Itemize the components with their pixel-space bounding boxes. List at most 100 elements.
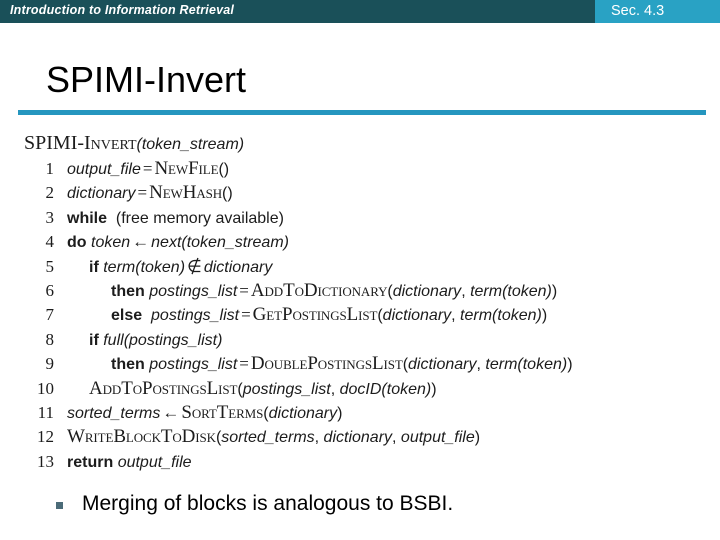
pseudocode-line: 12 WriteBlockToDisk(sorted_terms, diction… <box>24 426 714 450</box>
pseudocode-line-text: WriteBlockToDisk(sorted_terms, dictionar… <box>67 426 480 448</box>
pseudocode-token: = <box>241 305 251 325</box>
pseudocode-line-number: 3 <box>45 207 55 227</box>
pseudocode-token: AddToDictionary <box>250 279 388 301</box>
pseudocode-line-text: then postings_list=AddToDictionary(dicti… <box>67 280 557 302</box>
course-title: Introduction to Information Retrieval <box>10 3 235 17</box>
pseudocode-token: , <box>392 429 401 447</box>
pseudocode-token: output_file <box>67 161 141 178</box>
pseudocode-token: full(postings_list) <box>103 331 223 349</box>
pseudocode-line-number: 13 <box>37 451 54 471</box>
pseudocode-line-number: 11 <box>37 402 54 422</box>
pseudocode-token: GetPostingsList <box>252 304 378 326</box>
pseudocode-token: ) <box>431 380 437 398</box>
bullet-text: Merging of blocks is analogous to BSBI. <box>82 492 454 515</box>
pseudocode-token: ) <box>567 356 573 374</box>
pseudocode-token: else <box>111 307 143 325</box>
pseudocode-token: ( <box>377 307 383 325</box>
pseudocode-token: ∉ <box>187 256 202 276</box>
pseudocode-token: docID(token) <box>339 380 432 398</box>
pseudocode-line-number: 10 <box>37 378 54 398</box>
pseudocode-token: = <box>142 159 153 178</box>
pseudocode-token: ( <box>215 429 222 447</box>
pseudocode-token: token <box>91 234 131 252</box>
pseudocode-token: , <box>451 307 461 325</box>
pseudocode-token: ( <box>263 404 269 422</box>
pseudocode-token: next(token_stream) <box>151 234 289 252</box>
pseudocode-line: 4 do token←next(token_stream) <box>24 231 714 255</box>
pseudocode-token: dictionary <box>203 258 273 276</box>
pseudocode-procedure-args: (token_stream) <box>136 136 245 153</box>
pseudocode-token: do <box>67 234 87 252</box>
pseudocode-line: 1 output_file=NewFile() <box>24 158 714 182</box>
pseudocode-token: ) <box>551 282 558 300</box>
pseudocode-token: postings_list <box>151 307 240 325</box>
pseudocode-signature: SPIMI-Invert(token_stream) <box>24 132 714 158</box>
pseudocode-token: = <box>239 280 249 300</box>
pseudocode-token: sorted_terms <box>221 429 315 447</box>
pseudocode-token: ( <box>402 356 409 374</box>
pseudocode-line-number: 12 <box>37 427 54 447</box>
pseudocode-line-text: output_file=NewFile() <box>67 158 229 180</box>
pseudocode-line: 5 if term(token)∉dictionary <box>24 256 714 280</box>
pseudocode-line: 6 then postings_list=AddToDictionary(dict… <box>24 280 714 304</box>
pseudocode-token: dictionary <box>382 307 452 325</box>
pseudocode-token: , <box>314 429 324 447</box>
pseudocode-token: = <box>239 354 249 374</box>
pseudocode-token: output_file <box>400 429 475 447</box>
pseudocode-token: postings_list <box>242 380 331 398</box>
title-divider <box>18 110 706 115</box>
pseudocode-token: ( <box>387 282 393 300</box>
pseudocode-line-text: if term(token)∉dictionary <box>67 256 272 277</box>
pseudocode-token: term(token) <box>470 282 552 300</box>
pseudocode-line-number: 7 <box>45 305 55 325</box>
pseudocode-token <box>142 307 151 324</box>
list-item: Merging of blocks is analogous to BSBI. <box>56 492 453 516</box>
section-badge-label: Sec. 4.3 <box>611 3 665 19</box>
pseudocode-token: WriteBlockToDisk <box>67 426 216 448</box>
pseudocode-token: term(token) <box>103 258 186 276</box>
pseudocode-token: if <box>89 331 99 349</box>
pseudocode-token: dictionary <box>323 429 393 447</box>
pseudocode-token: , <box>476 356 486 374</box>
pseudocode-token: sorted_terms <box>67 404 161 422</box>
pseudocode-token: output_file <box>117 453 192 471</box>
section-badge: Sec. 4.3 <box>595 0 720 23</box>
pseudocode-line: 8 if full(postings_list) <box>24 329 714 353</box>
pseudocode-token: ) <box>541 307 548 325</box>
pseudocode-token: ) <box>474 429 481 447</box>
pseudocode-token: DoublePostingsList <box>250 353 403 375</box>
pseudocode-line-text: if full(postings_list) <box>67 329 222 350</box>
slide-header-bar <box>0 0 720 23</box>
pseudocode-token: term(token) <box>460 307 542 325</box>
pseudocode-token: while <box>67 209 108 227</box>
square-bullet-icon <box>56 501 63 509</box>
pseudocode-token: , <box>461 282 471 300</box>
pseudocode-line-number: 6 <box>45 280 55 300</box>
pseudocode-token: , <box>330 380 340 398</box>
pseudocode-line-text: sorted_terms←SortTerms(dictionary) <box>67 402 342 424</box>
pseudocode-token: ) <box>337 404 343 422</box>
page-title: SPIMI-Invert <box>46 59 247 100</box>
pseudocode-token: dictionary <box>268 404 338 422</box>
pseudocode-token: dictionary <box>67 185 136 203</box>
pseudocode-token: AddToPostingsList <box>89 377 238 399</box>
pseudocode-lines: 1 output_file=NewFile() 2 dictionary = NewHas… <box>24 158 714 475</box>
pseudocode-procedure-name: SPIMI-Invert <box>24 132 137 154</box>
pseudocode-line-number: 8 <box>45 329 55 349</box>
pseudocode-line-number: 5 <box>45 256 55 276</box>
pseudocode-token: ← <box>132 232 150 252</box>
pseudocode-token: NewHash <box>149 182 223 204</box>
pseudocode-token: postings_list <box>149 356 238 374</box>
pseudocode-token: postings_list <box>149 282 238 300</box>
pseudocode-line-number: 4 <box>45 232 55 252</box>
pseudocode-line: 7 else postings_list=GetPostingsList(dict… <box>24 304 714 328</box>
pseudocode-token: SortTerms <box>181 401 264 423</box>
pseudocode-line-number: 2 <box>45 183 55 203</box>
pseudocode-line-text: else postings_list=GetPostingsList(dicti… <box>67 304 547 326</box>
pseudocode-token: ( <box>237 380 243 398</box>
pseudocode-line-number: 1 <box>45 159 55 178</box>
pseudocode-token: term(token) <box>485 356 568 374</box>
